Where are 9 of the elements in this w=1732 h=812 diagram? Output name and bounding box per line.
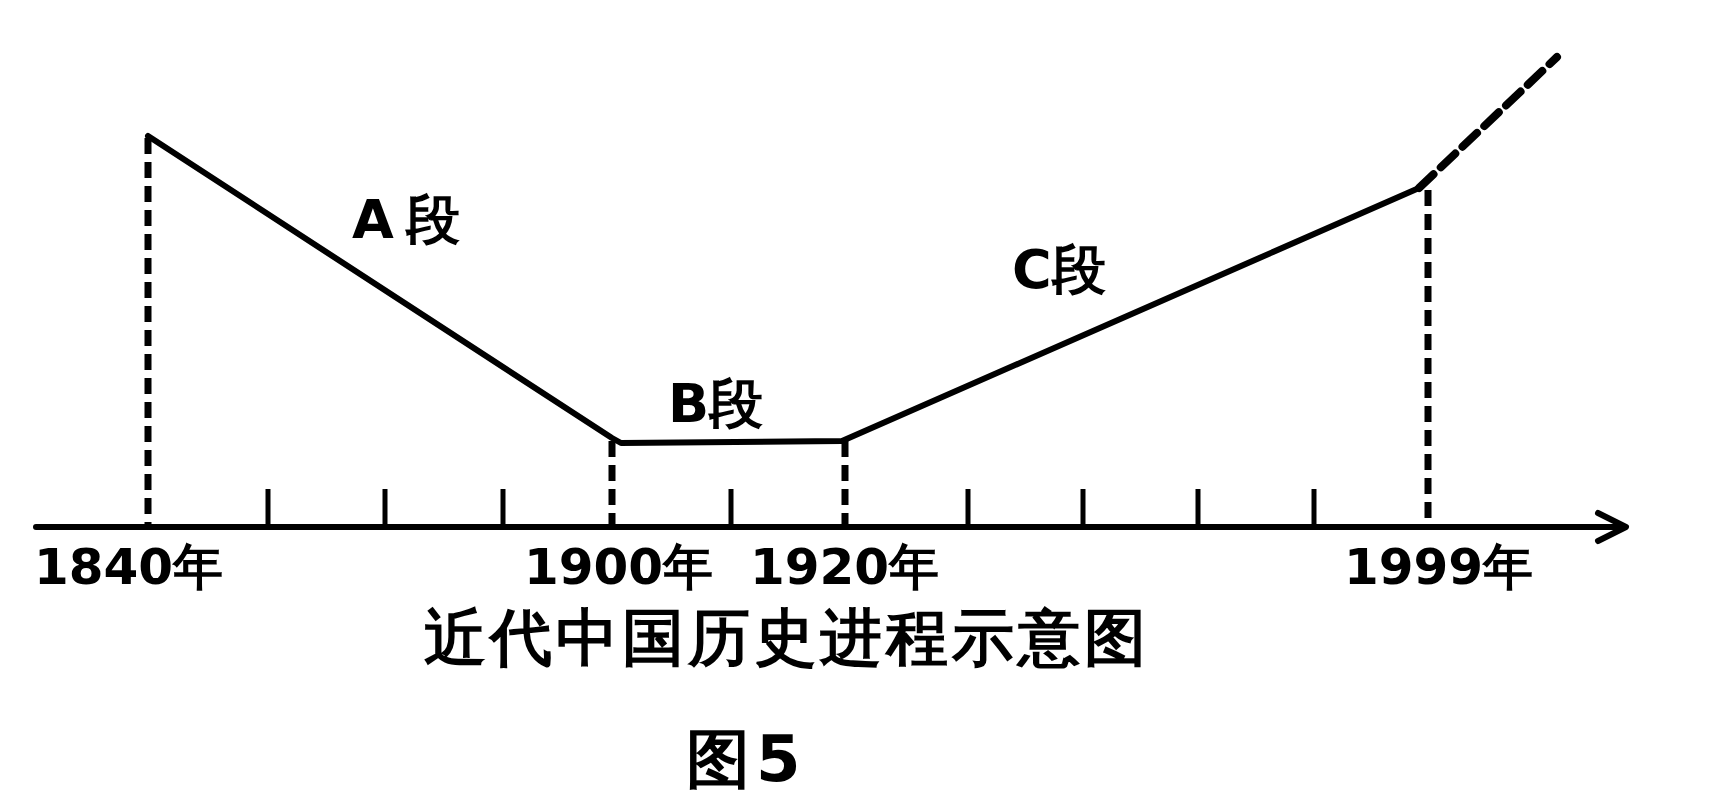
- segment-label: C段: [1012, 240, 1106, 300]
- segment-label: A段: [352, 190, 472, 250]
- year-label: 1920年: [750, 540, 940, 595]
- year-label: 1840年: [34, 540, 224, 595]
- figure-caption: 图5: [686, 724, 807, 795]
- segment-label: B段: [668, 374, 764, 434]
- year-label: 1900年: [524, 540, 714, 595]
- year-label: 1999年: [1344, 540, 1534, 595]
- chart-title: 近代中国历史进程示意图: [424, 604, 1150, 673]
